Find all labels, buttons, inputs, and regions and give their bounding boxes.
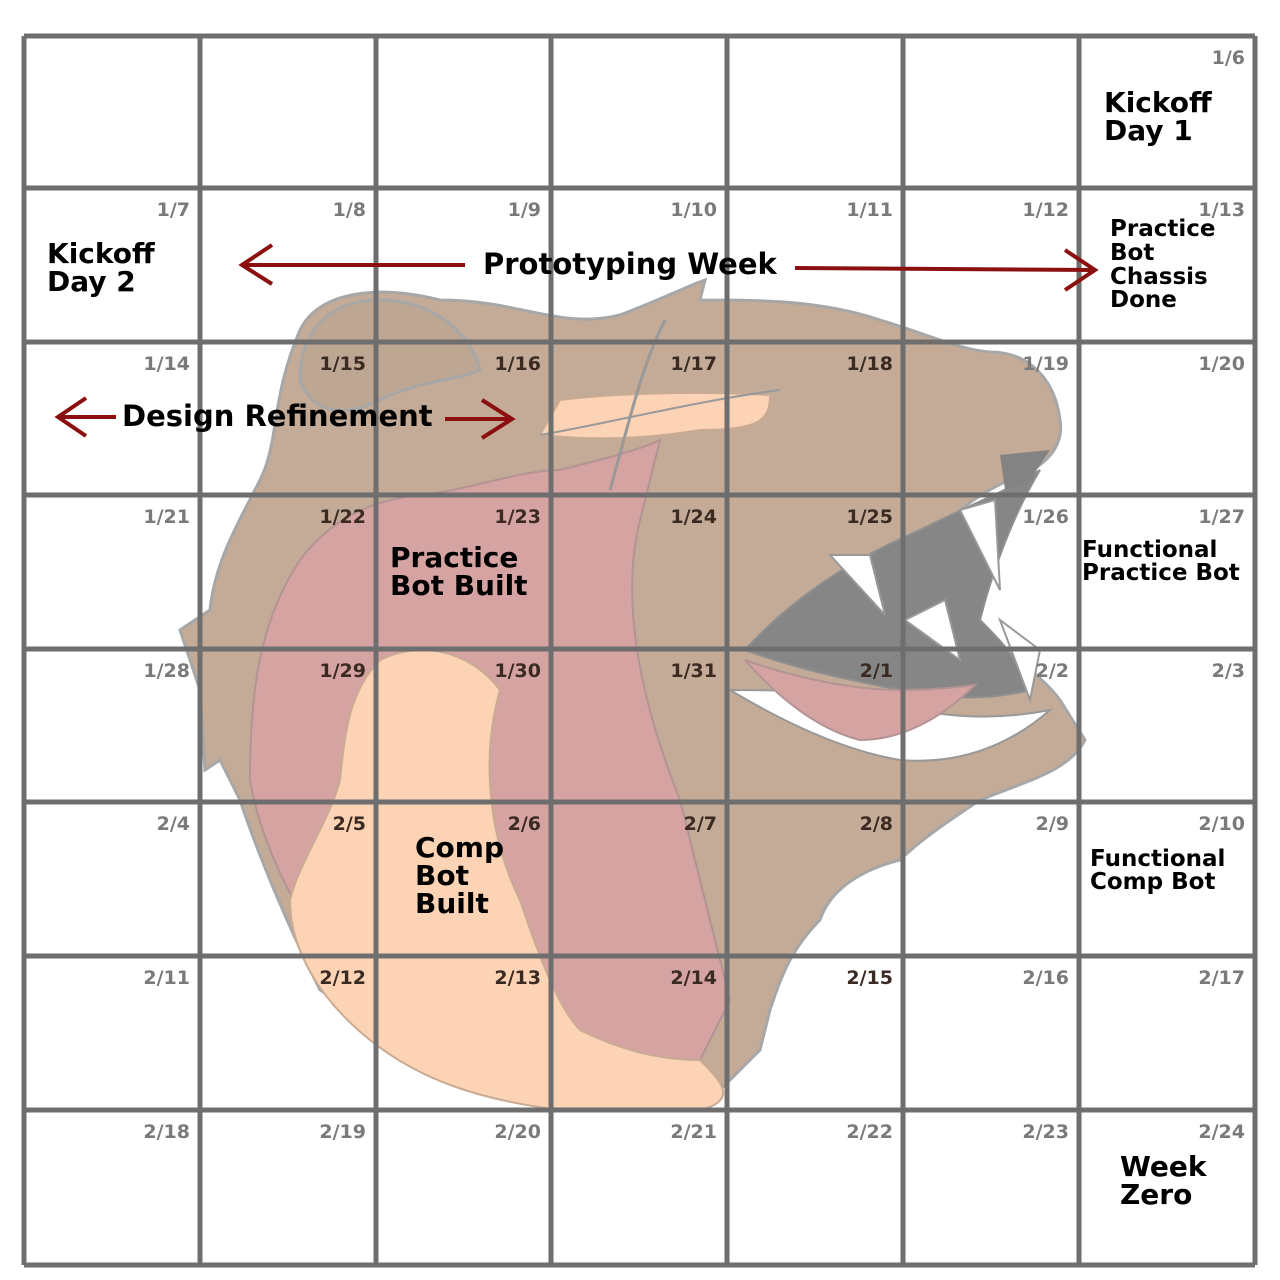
date-label: 2/2 <box>1036 660 1069 682</box>
date-label: 1/28 <box>143 660 190 682</box>
date-label: 2/22 <box>846 1121 893 1143</box>
date-label: 1/23 <box>494 506 541 528</box>
left-arrow-head-icon <box>54 396 88 438</box>
event-functional-practice-bot: Functional Practice Bot <box>1082 537 1240 586</box>
date-label: 1/31 <box>670 660 717 682</box>
event-kickoff-day2: Kickoff Day 2 <box>47 237 164 298</box>
event-kickoff-day1: Kickoff Day 1 <box>1104 86 1221 147</box>
date-label: 2/9 <box>1036 813 1069 835</box>
date-label: 1/6 <box>1212 47 1245 69</box>
date-label: 1/27 <box>1198 506 1245 528</box>
date-label: 2/8 <box>860 813 893 835</box>
date-label: 1/25 <box>846 506 893 528</box>
date-label: 2/14 <box>670 967 717 989</box>
date-label: 1/16 <box>494 353 541 375</box>
event-functional-comp-bot: Functional Comp Bot <box>1090 846 1233 895</box>
date-label: 2/17 <box>1198 967 1245 989</box>
event-practice-bot-built: Practice Bot Built <box>390 541 528 602</box>
date-label: 1/26 <box>1022 506 1069 528</box>
left-arrow-head-icon <box>238 243 274 286</box>
date-label: 2/16 <box>1022 967 1069 989</box>
date-label: 2/15 <box>846 967 893 989</box>
date-label: 2/11 <box>143 967 190 989</box>
prototyping-week-label: Prototyping Week <box>483 247 778 281</box>
bear-head-mascot-icon <box>178 277 1087 1112</box>
date-label: 2/10 <box>1198 813 1245 835</box>
date-label: 1/8 <box>333 199 366 221</box>
event-week-zero: Week Zero <box>1120 1150 1216 1211</box>
right-arrow-head-icon <box>480 398 516 440</box>
date-label: 1/19 <box>1022 353 1069 375</box>
date-label: 2/12 <box>319 967 366 989</box>
date-label: 1/29 <box>319 660 366 682</box>
date-label: 1/24 <box>670 506 717 528</box>
date-label: 2/13 <box>494 967 541 989</box>
date-label: 2/3 <box>1212 660 1245 682</box>
date-label: 2/20 <box>494 1121 541 1143</box>
right-arrow-line <box>794 266 1096 272</box>
date-label: 2/19 <box>319 1121 366 1143</box>
date-label: 2/7 <box>684 813 717 835</box>
date-label: 1/11 <box>846 199 893 221</box>
date-label: 1/21 <box>143 506 190 528</box>
date-label: 1/13 <box>1198 199 1245 221</box>
date-label: 1/10 <box>670 199 717 221</box>
design-refinement-label: Design Refinement <box>122 399 433 433</box>
date-label: 1/14 <box>143 353 190 375</box>
calendar-grid <box>21 33 1258 1268</box>
date-label: 1/12 <box>1022 199 1069 221</box>
date-label: 1/22 <box>319 506 366 528</box>
right-arrow-head-icon <box>1063 248 1099 292</box>
event-practice-bot-chassis-done: Practice Bot Chassis Done <box>1110 216 1223 313</box>
date-label: 1/15 <box>319 353 366 375</box>
date-label: 2/21 <box>670 1121 717 1143</box>
date-label: 2/1 <box>860 660 893 682</box>
date-label: 1/17 <box>670 353 717 375</box>
date-label: 1/18 <box>846 353 893 375</box>
date-label: 2/5 <box>333 813 366 835</box>
prototyping-week-span: Prototyping Week <box>238 243 1099 292</box>
date-label: 2/24 <box>1198 1121 1245 1143</box>
date-label: 2/23 <box>1022 1121 1069 1143</box>
date-label: 2/6 <box>508 813 541 835</box>
event-comp-bot-built: Comp Bot Built <box>415 831 514 920</box>
design-refinement-span: Design Refinement <box>54 396 516 440</box>
event-labels: Kickoff Day 1 Kickoff Day 2 Practice Bot… <box>47 86 1240 1211</box>
date-labels: 1/6 1/7 1/8 1/9 1/10 1/11 1/12 1/13 1/14 1/15 1/16… <box>143 47 1245 1143</box>
span-arrows: Prototyping Week Design Refinement <box>54 243 1099 440</box>
date-label: 2/4 <box>157 813 190 835</box>
date-label: 1/30 <box>494 660 541 682</box>
date-label: 1/7 <box>157 199 190 221</box>
date-label: 2/18 <box>143 1121 190 1143</box>
date-label: 1/9 <box>508 199 541 221</box>
date-label: 1/20 <box>1198 353 1245 375</box>
